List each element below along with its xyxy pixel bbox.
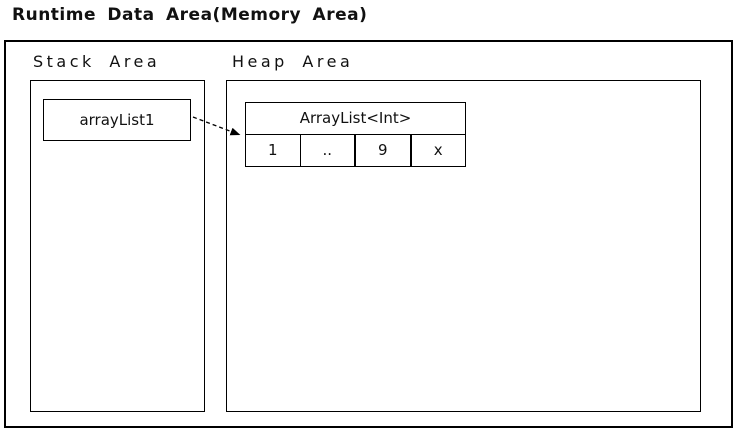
array-cell-3: x (409, 135, 466, 166)
heap-object-header: ArrayList<Int> (246, 103, 465, 135)
array-cell-1: .. (299, 135, 355, 166)
stack-variable-label: arrayList1 (79, 111, 155, 129)
heap-object-values-row: 1 .. 9 x (246, 135, 465, 166)
diagram-title: Runtime Data Area(Memory Area) (12, 5, 368, 25)
stack-area-label: Stack Area (33, 52, 161, 71)
array-cell-2: 9 (354, 135, 410, 166)
array-cell-0: 1 (267, 141, 278, 159)
heap-area-label: Heap Area (232, 52, 354, 71)
heap-object-table: ArrayList<Int> 1 .. 9 x (245, 102, 466, 167)
stack-variable-box: arrayList1 (43, 99, 191, 141)
